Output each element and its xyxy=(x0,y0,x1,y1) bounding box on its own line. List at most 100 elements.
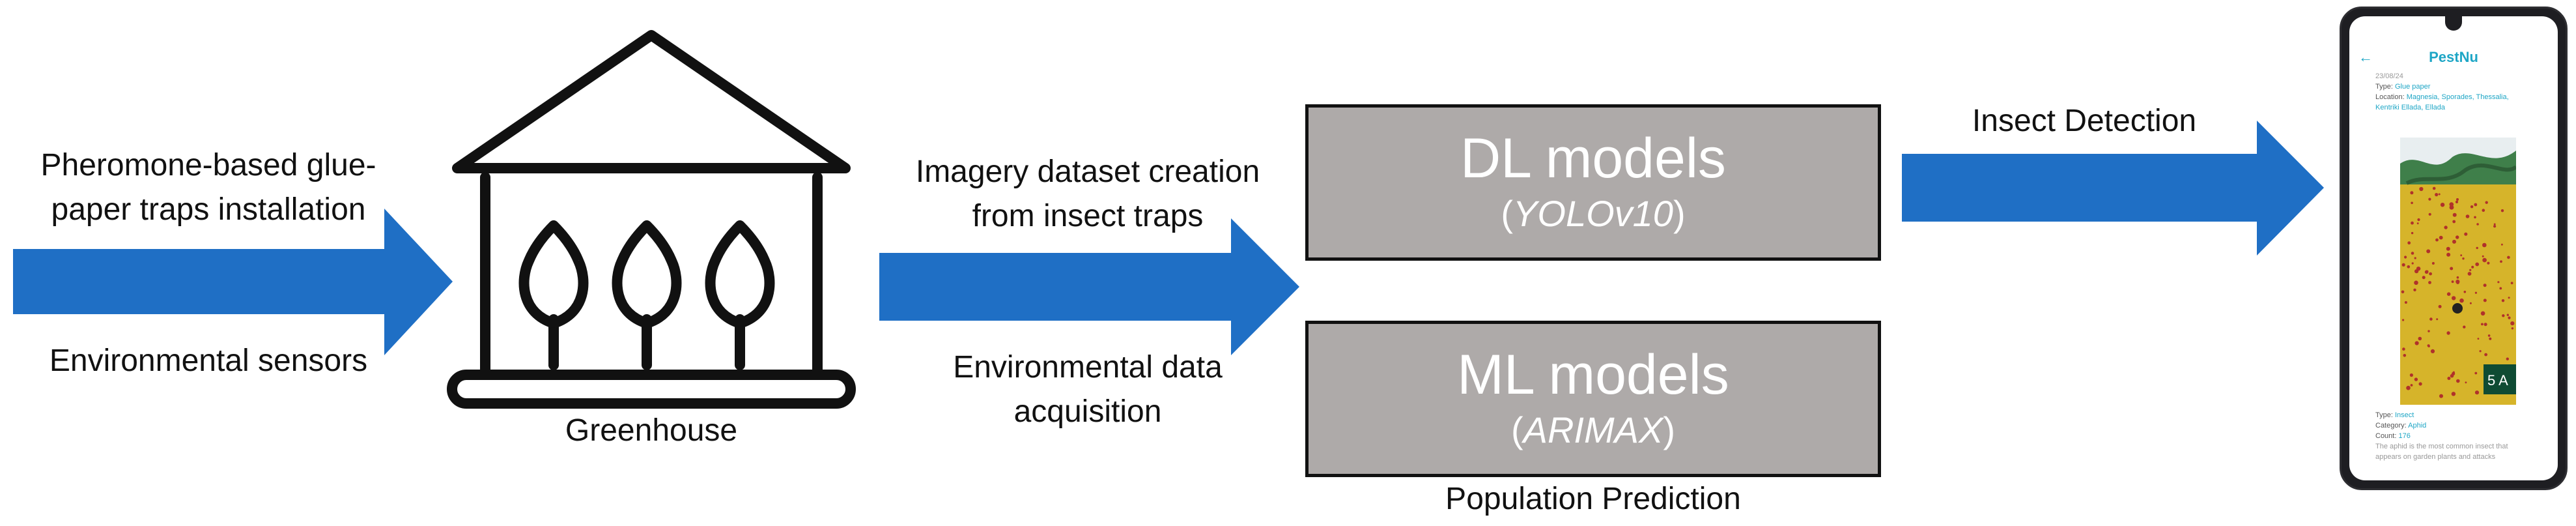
insect-speck xyxy=(2438,193,2441,196)
arrow-to-greenhouse xyxy=(13,209,453,355)
insect-speck xyxy=(2438,304,2442,308)
ml-models-title: ML models xyxy=(1457,343,1729,406)
dl-paren-close: ) xyxy=(1673,193,1686,234)
insect-speck xyxy=(2432,186,2436,190)
insect-speck xyxy=(2479,350,2482,353)
insect-speck xyxy=(2419,186,2424,192)
app-title: PestNu xyxy=(2429,49,2478,65)
ml-models-subtitle: (ARIMAX) xyxy=(1309,407,1878,453)
insect-speck xyxy=(2446,292,2451,296)
dl-models-subtitle: (YOLOv10) xyxy=(1309,191,1878,237)
insect-speck xyxy=(2403,354,2407,357)
insect-speck xyxy=(2465,381,2467,384)
insect-speck xyxy=(2474,216,2476,219)
insect-speck xyxy=(2450,373,2454,378)
insect-speck xyxy=(2452,220,2456,224)
insect-speck xyxy=(2456,198,2459,201)
insect-speck xyxy=(2414,257,2416,259)
environmental-data-label: Environmental data acquisition xyxy=(860,345,1316,434)
insect-speck xyxy=(2459,298,2464,303)
insect-speck xyxy=(2500,260,2502,263)
insect-speck xyxy=(2489,337,2492,340)
insect-speck xyxy=(2410,384,2413,387)
insect-speck xyxy=(2418,382,2422,386)
insect-speck xyxy=(2474,372,2478,375)
insect-speck xyxy=(2429,272,2432,276)
insect-speck xyxy=(2455,200,2459,203)
trap-location-line-2: Kentriki Ellada, Ellada xyxy=(2375,104,2446,111)
insect-speck xyxy=(2483,284,2487,287)
insect-speck xyxy=(2456,276,2459,279)
camera-notch xyxy=(2445,16,2462,31)
imagery-label-line-2: from insect traps xyxy=(972,199,1204,233)
insect-speck xyxy=(2474,203,2478,207)
insect-speck xyxy=(2409,373,2413,377)
insect-speck xyxy=(2511,327,2514,330)
environmental-sensors-label: Environmental sensors xyxy=(49,343,368,378)
insect-speck xyxy=(2404,256,2407,259)
trap-type: Type: Glue paper xyxy=(2375,81,2545,92)
trap-location-label: Location: xyxy=(2375,93,2407,101)
insect-speck xyxy=(2497,281,2500,284)
detection-category-label: Category: xyxy=(2375,422,2409,430)
insect-speck xyxy=(2436,318,2439,321)
insect-speck xyxy=(2435,238,2439,242)
insect-speck xyxy=(2444,226,2448,229)
insect-speck xyxy=(2482,242,2487,248)
insect-speck xyxy=(2510,321,2515,326)
insect-speck xyxy=(2510,282,2513,285)
insect-speck xyxy=(2428,281,2431,284)
insect-speck xyxy=(2474,390,2480,395)
detection-type: Type: Insect xyxy=(2375,410,2545,420)
pheromone-label-line-1: Pheromone-based glue- xyxy=(40,148,376,183)
insect-speck xyxy=(2477,338,2480,340)
insect-speck xyxy=(2460,254,2463,257)
insect-speck xyxy=(2410,191,2414,195)
insect-speck xyxy=(2439,394,2443,398)
insect-speck xyxy=(2469,302,2472,304)
env-data-line-2: acquisition xyxy=(1013,394,1162,429)
insect-speck xyxy=(2407,241,2411,245)
insect-speck xyxy=(2413,288,2416,291)
greenhouse-icon xyxy=(447,30,856,409)
insect-speck xyxy=(2484,323,2487,327)
insect-speck xyxy=(2483,299,2487,302)
ml-model-name: ARIMAX xyxy=(1523,409,1663,450)
insect-speck xyxy=(2417,218,2420,222)
insect-speck xyxy=(2426,270,2429,272)
dl-models-title: DL models xyxy=(1460,127,1726,190)
trap-details: 23/08/24 Type: Glue paper Location: Magn… xyxy=(2375,71,2545,113)
glue-trap-image[interactable]: 5 A xyxy=(2400,138,2516,405)
smartphone: ← PestNu 23/08/24 Type: Glue paper Locat… xyxy=(2340,7,2568,490)
insect-speck xyxy=(2402,319,2405,321)
insect-speck xyxy=(2401,290,2405,294)
insect-speck xyxy=(2418,336,2422,341)
insect-speck xyxy=(2484,353,2487,357)
back-arrow-icon[interactable]: ← xyxy=(2358,49,2373,65)
detection-category-value: Aphid xyxy=(2408,422,2427,430)
pheromone-traps-label: Pheromone-based glue- paper traps instal… xyxy=(13,143,404,232)
insect-speck xyxy=(2508,316,2511,319)
insect-speck xyxy=(2411,231,2414,235)
population-prediction-label: Population Prediction xyxy=(1445,482,1741,516)
insect-speck xyxy=(2440,203,2445,207)
insect-speck xyxy=(2447,377,2451,380)
insect-speck xyxy=(2411,201,2413,205)
insect-speck xyxy=(2450,267,2454,270)
insect-speck xyxy=(2414,341,2419,345)
insect-speck xyxy=(2426,249,2431,254)
insect-speck xyxy=(2476,246,2478,250)
insect-speck xyxy=(2463,325,2466,329)
insect-speck xyxy=(2506,314,2509,316)
ml-paren-open: ( xyxy=(1510,409,1523,450)
detection-type-value: Insect xyxy=(2394,411,2414,419)
insect-speck xyxy=(2501,243,2503,246)
insect-speck xyxy=(2481,323,2484,326)
trap-tag-text: 5 A xyxy=(2487,372,2508,388)
insect-speck xyxy=(2482,257,2487,263)
insect-speck xyxy=(2430,349,2435,353)
insect-speck xyxy=(2501,299,2505,302)
dl-model-name: YOLOv10 xyxy=(1513,193,1673,234)
dl-paren-open: ( xyxy=(1501,193,1514,234)
insect-speck xyxy=(2499,287,2502,290)
